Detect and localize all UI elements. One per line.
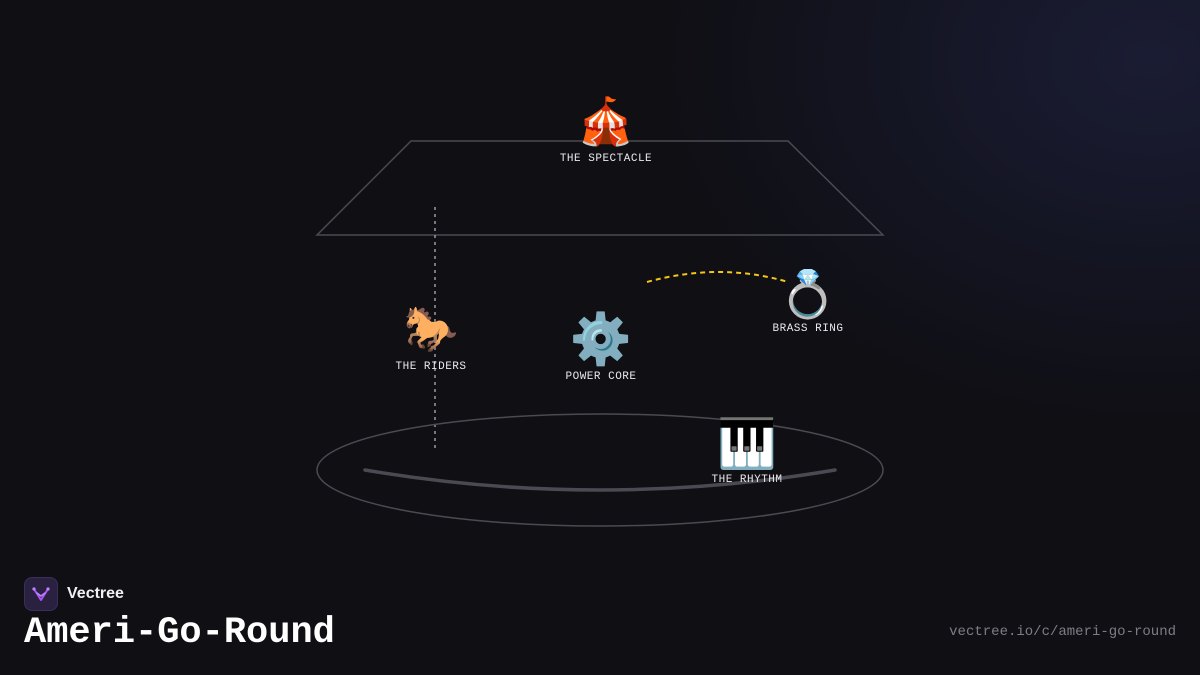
node-label: THE RIDERS <box>395 361 467 373</box>
canopy-outline <box>315 140 885 236</box>
node-brass-ring[interactable]: 💍 BRASS RING <box>772 271 843 335</box>
node-label: BRASS RING <box>772 323 844 335</box>
node-the-riders[interactable]: 🐎 THE RIDERS <box>395 304 467 374</box>
page-title: Ameri-Go-Round <box>24 612 335 654</box>
gear-icon: ⚙️ <box>569 310 633 368</box>
ring-icon: 💍 <box>779 267 837 321</box>
node-the-rhythm[interactable]: 🎹 THE RHYTHM <box>711 420 782 486</box>
node-power-core[interactable]: ⚙️ POWER CORE <box>565 314 636 383</box>
node-label: POWER CORE <box>565 371 637 383</box>
platform-outline <box>316 413 884 527</box>
horse-icon: 🐎 <box>403 304 459 355</box>
node-label: THE SPECTACLE <box>559 153 653 165</box>
platform-rim <box>363 468 837 492</box>
node-the-spectacle[interactable]: 🎪 THE SPECTACLE <box>560 98 652 165</box>
vectree-logo-icon <box>24 577 58 611</box>
brass-ring-path <box>646 271 789 283</box>
brand[interactable]: Vectree <box>24 577 124 611</box>
brand-name: Vectree <box>67 585 124 602</box>
circus-tent-icon: 🎪 <box>577 94 635 148</box>
node-label: THE RHYTHM <box>711 474 783 486</box>
piano-keys-icon: 🎹 <box>717 416 777 472</box>
page-url[interactable]: vectree.io/c/ameri-go-round <box>949 624 1176 640</box>
